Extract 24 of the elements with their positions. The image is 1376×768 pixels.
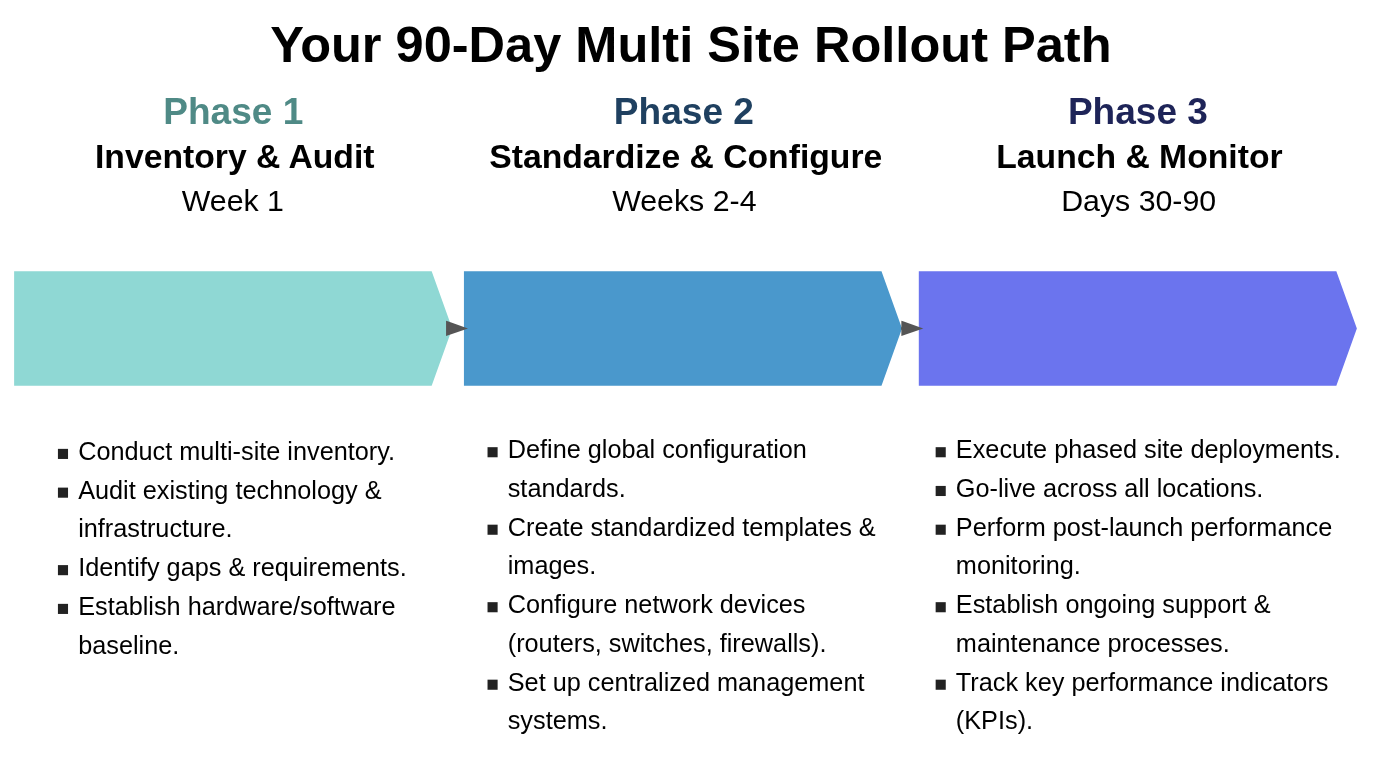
node-label: Phase 1: [163, 89, 304, 132]
node-label: Days 30-90: [1061, 184, 1217, 218]
node-label: Go-live across all locations.: [955, 473, 1264, 502]
node-label: Set up centralized management systems.: [507, 667, 865, 735]
node-label: Weeks 2-4: [612, 184, 757, 218]
node-label: Configure network devices (routers, switches, firewalls).: [507, 590, 827, 657]
node-label: Inventory & Audit: [94, 138, 375, 176]
node-label: Execute phased site deployments.: [955, 435, 1341, 464]
node-label: Define global configuration standards.: [507, 435, 807, 502]
node-label: Conduct multi-site inventory.: [78, 436, 396, 465]
node-label: Establish hardware/software baseline.: [78, 591, 396, 659]
node-label: Identify gaps & requirements.: [78, 553, 407, 582]
node-label: Create standardized templates & images.: [507, 512, 876, 580]
arrow: [446, 320, 468, 337]
node-label: Phase 2: [613, 89, 754, 132]
node-label: Week 1: [181, 184, 284, 218]
node-label: Perform post-launch performance monitoring.: [955, 512, 1333, 580]
node-label: Standardize & Configure: [489, 138, 883, 176]
node-label: Track key performance indicators (KPIs).: [955, 667, 1329, 735]
node-label: Launch & Monitor: [996, 138, 1283, 176]
node-label: Phase 3: [1067, 89, 1208, 132]
node-label: Audit existing technology & infrastructure.: [78, 475, 382, 543]
diagram-title: Your 90-Day Multi Site Rollout Path: [270, 16, 1112, 74]
node-label: Establish ongoing support & maintenance processes.: [955, 590, 1271, 657]
